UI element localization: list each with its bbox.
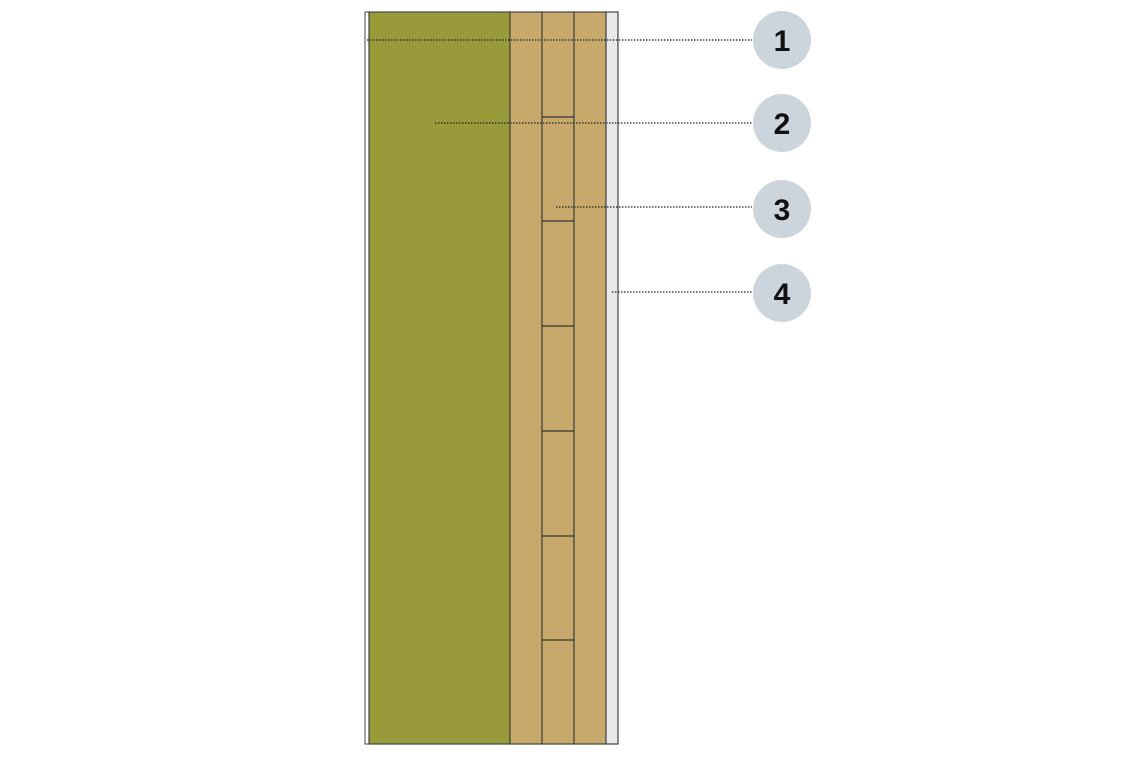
- callout-circle: [753, 11, 811, 69]
- callout-2: 2: [753, 94, 811, 152]
- insulation-layer: [368, 11, 511, 745]
- callout-number: 1: [774, 25, 791, 58]
- callout-circle: [753, 94, 811, 152]
- callout-circle: [753, 264, 811, 322]
- callout-number: 2: [774, 108, 791, 141]
- callout-number: 3: [774, 194, 791, 227]
- finish-layer: [605, 11, 619, 745]
- callout-4: 4: [753, 264, 811, 322]
- wood-layer-3: [573, 11, 607, 745]
- wood-layer-1: [509, 11, 543, 745]
- callout-1: 1: [753, 11, 811, 69]
- wood-layer-2: [541, 11, 575, 745]
- callout-circle: [753, 180, 811, 238]
- callout-number: 4: [774, 278, 791, 311]
- outer-strip: [364, 11, 370, 745]
- callout-3: 3: [753, 180, 811, 238]
